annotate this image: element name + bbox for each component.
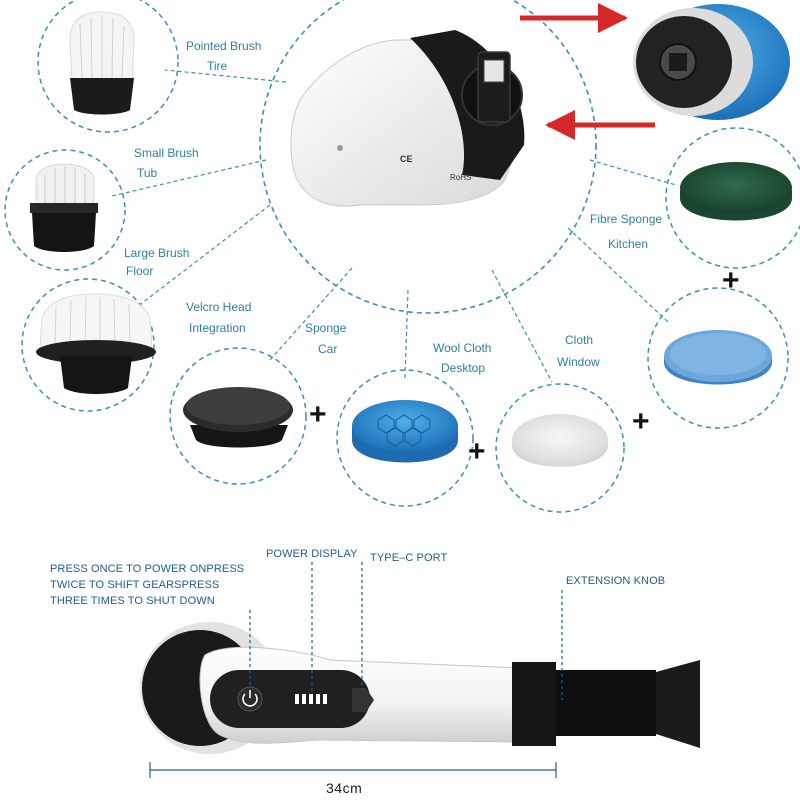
plus-icon: +	[468, 435, 486, 468]
velcro-head-use: Integration	[189, 321, 246, 335]
velcro-head-label: Velcro Head	[186, 300, 252, 314]
wool-cloth-image	[512, 414, 608, 467]
small-brush-use: Tub	[137, 166, 158, 180]
ce-mark: CE	[400, 154, 413, 164]
small-brush-circle	[4, 149, 126, 271]
pointed-brush-image	[69, 11, 135, 115]
type-c-port-callout: TYPE–C PORT	[370, 552, 448, 564]
power-button-callout-line1: PRESS ONCE TO POWER ONPRESS	[50, 563, 245, 575]
pointed-brush-label: Pointed Brush	[186, 39, 262, 53]
handle-end-illustration: CE RoHS	[290, 30, 525, 207]
hub-circle	[259, 0, 597, 314]
cloth-label: Cloth	[565, 333, 594, 347]
battery-level-icon	[295, 694, 327, 704]
fibre-sponge-image	[680, 162, 792, 221]
length-dimension: 34cm	[326, 780, 363, 796]
sponge-image	[352, 400, 458, 463]
blue-pad-image	[664, 330, 772, 385]
power-display-callout: POWER DISPLAY	[266, 548, 358, 560]
plus-icon: +	[722, 264, 740, 297]
large-brush-image	[36, 293, 156, 394]
connector-velcro	[269, 267, 353, 361]
plus-icon: +	[632, 405, 650, 438]
fibre-sponge-circle	[665, 127, 800, 269]
connector-wool	[404, 289, 409, 379]
pointed-brush-circle	[37, 0, 179, 133]
connector-blue-pad	[567, 227, 669, 323]
connector-lines	[111, 69, 677, 383]
sponge-label: Sponge	[305, 321, 347, 335]
cloth-use: Window	[557, 355, 600, 369]
sponge-circle	[336, 369, 474, 507]
rohs-mark: RoHS	[450, 173, 471, 182]
power-icon	[242, 693, 258, 707]
fibre-sponge-use: Kitchen	[608, 237, 649, 251]
fibre-sponge-label: Fibre Sponge	[590, 212, 663, 226]
small-brush-image	[30, 163, 98, 252]
full-brush-illustration	[140, 622, 700, 754]
plus-icon: +	[309, 398, 327, 431]
large-brush-circle	[21, 278, 155, 412]
power-button-callout-line2: TWICE TO SHIFT GEARSPRESS	[50, 579, 220, 591]
connector-large	[119, 204, 271, 321]
large-brush-use: Floor	[126, 264, 154, 278]
pointed-brush-use: Tire	[207, 59, 228, 73]
callout-lines	[249, 562, 563, 700]
wool-cloth-circle	[495, 383, 625, 513]
wool-cloth-use: Desktop	[441, 361, 486, 375]
blue-pad-circle	[647, 287, 789, 429]
power-button	[237, 686, 263, 712]
connector-pointed	[164, 69, 287, 83]
small-brush-label: Small Brush	[134, 146, 199, 160]
large-brush-label: Large Brush	[124, 246, 190, 260]
power-button-callout-line3: THREE TIMES TO SHUT DOWN	[50, 595, 215, 607]
dimension-line	[149, 762, 557, 778]
velcro-head-image	[183, 387, 293, 448]
connector-cloth	[491, 269, 553, 383]
sponge-use: Car	[318, 342, 338, 356]
wool-cloth-label: Wool Cloth	[433, 341, 492, 355]
connector-small	[111, 159, 267, 197]
connector-fibre	[589, 159, 677, 186]
velcro-head-circle	[169, 347, 307, 485]
extension-knob-callout: EXTENSION KNOB	[566, 575, 666, 587]
head-attachment-detail	[520, 3, 790, 140]
